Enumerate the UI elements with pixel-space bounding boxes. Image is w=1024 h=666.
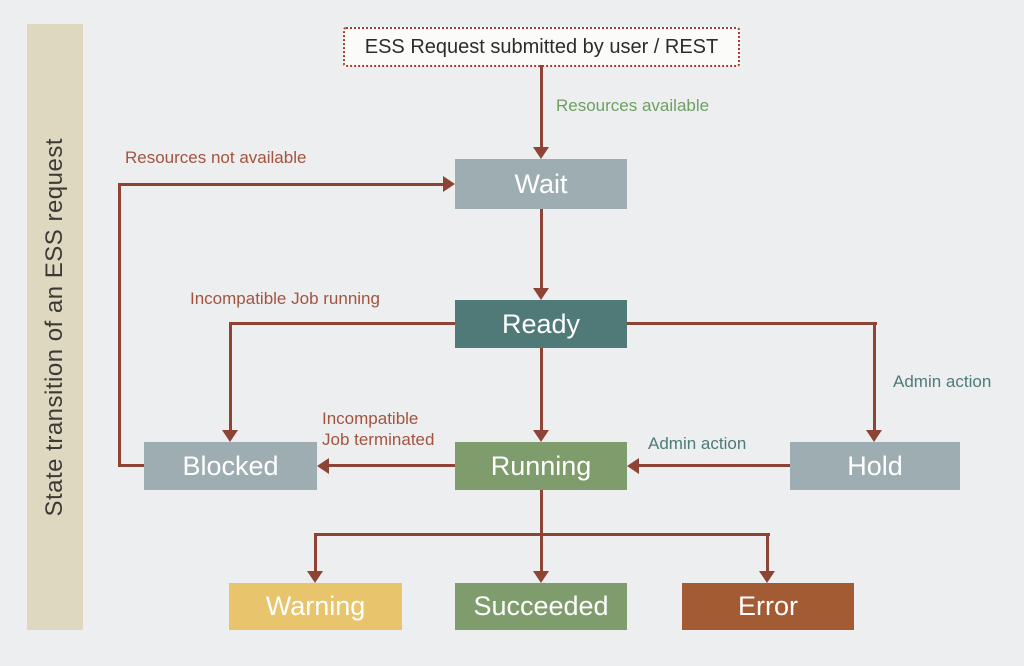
- edge-ready-hold-arrowhead: [866, 430, 882, 442]
- edge-running-error-arrowhead: [759, 571, 775, 583]
- state-node-wait: Wait: [455, 159, 627, 209]
- edge-ready-hold-hline: [627, 322, 877, 325]
- edge-wait-ready-arrowhead: [533, 288, 549, 300]
- edge-label-incompatible-job-running: Incompatible Job running: [190, 289, 380, 308]
- edge-label-admin-action-running: Admin action: [648, 434, 747, 453]
- state-node-succeeded: Succeeded: [455, 583, 627, 630]
- edge-running-succeeded-arrowhead: [533, 571, 549, 583]
- edge-ready-running-line: [540, 348, 543, 431]
- edge-ready-blocked-hline: [229, 322, 455, 325]
- edge-ready-hold-vline: [873, 322, 876, 432]
- state-label-warning: Warning: [265, 591, 366, 621]
- edge-blocked-wait-arrowhead: [443, 176, 455, 192]
- state-label-blocked: Blocked: [182, 450, 279, 481]
- edge-running-warning-arrowhead: [307, 571, 323, 583]
- edge-running-fanout-stem: [540, 490, 543, 535]
- edge-running-error-vline: [766, 533, 769, 573]
- edge-running-succeeded-vline: [540, 533, 543, 573]
- edge-blocked-wait-hline-bottom: [118, 464, 144, 467]
- state-label-ready: Ready: [501, 308, 581, 339]
- edge-start-wait-arrowhead: [533, 147, 549, 159]
- state-node-warning: Warning: [229, 583, 402, 630]
- state-label-succeeded: Succeeded: [473, 591, 609, 621]
- state-node-running: Running: [455, 442, 627, 490]
- edge-label-incompatible-job-terminated: Incompatible Job terminated: [322, 409, 435, 450]
- edge-blocked-wait-vline: [118, 183, 121, 467]
- state-node-ready: Ready: [455, 300, 627, 348]
- state-label-error: Error: [738, 591, 798, 621]
- edge-label-resources-not-available: Resources not available: [125, 148, 307, 167]
- edge-ready-blocked-vline: [229, 322, 232, 432]
- state-node-hold: Hold: [790, 442, 960, 490]
- edge-blocked-wait-hline-top: [118, 183, 445, 186]
- start-node-label: ESS Request submitted by user / REST: [364, 35, 719, 58]
- state-node-error: Error: [682, 583, 854, 630]
- edge-ready-blocked-arrowhead: [222, 430, 238, 442]
- edge-running-blocked-line: [327, 464, 455, 467]
- state-label-hold: Hold: [847, 450, 903, 481]
- state-node-blocked: Blocked: [144, 442, 317, 490]
- edge-label-admin-action-hold: Admin action: [893, 372, 992, 391]
- state-label-wait: Wait: [514, 168, 568, 199]
- edge-running-blocked-arrowhead: [317, 458, 329, 474]
- diagram-title: State transition of an ESS request: [41, 137, 68, 517]
- start-node: ESS Request submitted by user / REST: [343, 27, 740, 67]
- edge-ready-running-arrowhead: [533, 430, 549, 442]
- diagram-title-bar: State transition of an ESS request: [27, 24, 83, 630]
- edge-wait-ready-line: [540, 209, 543, 290]
- edge-label-resources-available: Resources available: [556, 96, 710, 115]
- edge-hold-running-line: [637, 464, 790, 467]
- edge-start-wait-line: [540, 65, 543, 149]
- edge-hold-running-arrowhead: [627, 458, 639, 474]
- edge-running-warning-vline: [314, 533, 317, 573]
- state-label-running: Running: [490, 450, 592, 481]
